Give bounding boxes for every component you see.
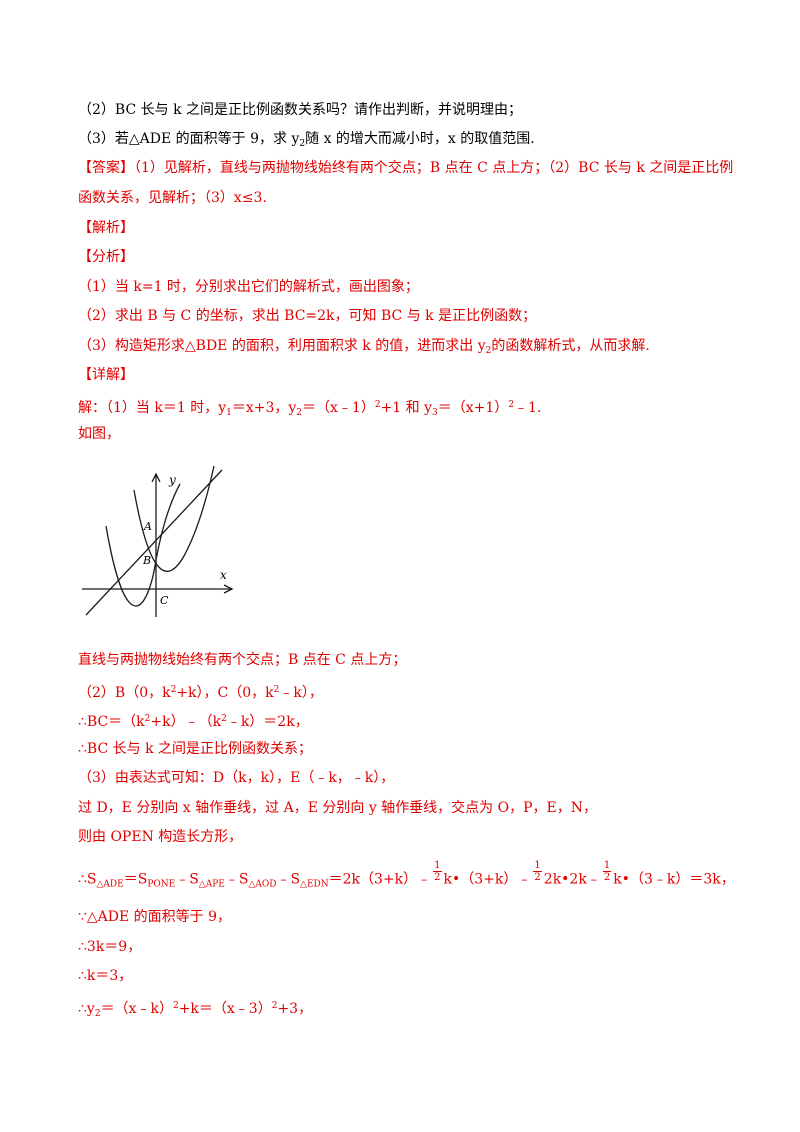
function-graph: y x A B C (82, 465, 234, 617)
y-axis-label: y (168, 473, 176, 487)
jiexi-heading: 【解析】 (78, 220, 134, 236)
solution-given-area: ∵△ADE 的面积等于 9， (78, 909, 232, 925)
line-y1 (85, 469, 223, 616)
answer-line-1: 【答案】（1）见解析，直线与两抛物线始终有两个交点；B 点在 C 点上方；（2）… (78, 160, 734, 176)
x-axis-label: x (220, 568, 227, 582)
as-shown-text: 如图， (78, 426, 120, 442)
fenxi-heading: 【分析】 (78, 249, 134, 265)
solution-area-formula: ∴S△ADE＝SPONE﹣S△APE﹣S△AOD﹣S△EDN＝2k（3+k）﹣1… (78, 860, 735, 890)
solution-part-3: （3）由表达式可知：D（k，k），E（﹣k，﹣k）， (78, 770, 395, 786)
answer-line-2: 函数关系，见解析；（3）x≤3. (78, 190, 267, 206)
solution-b-c-coords: （2）B（0，k2+k），C（0，k2﹣k）， (78, 685, 323, 701)
point-b-label: B (142, 554, 151, 567)
parabola-y2 (133, 465, 215, 572)
parabola-y3 (105, 483, 181, 607)
solution-equation: ∴3k＝9， (78, 939, 142, 955)
question-2: （2）BC 长与 k 之间是正比例函数关系吗？请作出判断，并说明理由； (78, 102, 522, 118)
fenxi-line-3: （3）构造矩形求△BDE 的面积，利用面积求 k 的值，进而求出 y2的函数解析… (78, 338, 650, 356)
solution-perpendiculars: 过 D，E 分别向 x 轴作垂线，过 A，E 分别向 y 轴作垂线，交点为 O，… (78, 800, 597, 816)
solution-bc-length: ∴BC＝（k2+k）﹣（k2﹣k）＝2k， (78, 714, 309, 730)
point-c-label: C (160, 594, 169, 607)
xiangjie-heading: 【详解】 (78, 367, 134, 383)
x-axis-arrow (223, 584, 234, 594)
question-3: （3）若△ADE 的面积等于 9，求 y2随 x 的增大而减小时，x 的取值范围… (78, 131, 535, 149)
solution-part-1: 解：（1）当 k＝1 时，y1＝x+3，y2＝（x﹣1）2+1 和 y3＝（x+… (78, 400, 542, 418)
solution-rectangle: 则由 OPEN 构造长方形， (78, 829, 243, 845)
point-a-label: A (143, 520, 152, 533)
solution-k-value: ∴k＝3， (78, 968, 133, 984)
solution-y2-expression: ∴y2＝（x﹣k）2+k＝（x﹣3）2+3， (78, 1001, 313, 1019)
fenxi-line-2: （2）求出 B 与 C 的坐标，求出 BC=2k，可知 BC 与 k 是正比例函… (78, 308, 537, 324)
solution-part-2: 直线与两抛物线始终有两个交点；B 点在 C 点上方； (78, 652, 407, 668)
fenxi-line-1: （1）当 k=1 时，分别求出它们的解析式，画出图象； (78, 279, 419, 295)
y-axis-arrow (151, 472, 161, 483)
solution-proportional: ∴BC 长与 k 之间是正比例函数关系； (78, 741, 313, 757)
